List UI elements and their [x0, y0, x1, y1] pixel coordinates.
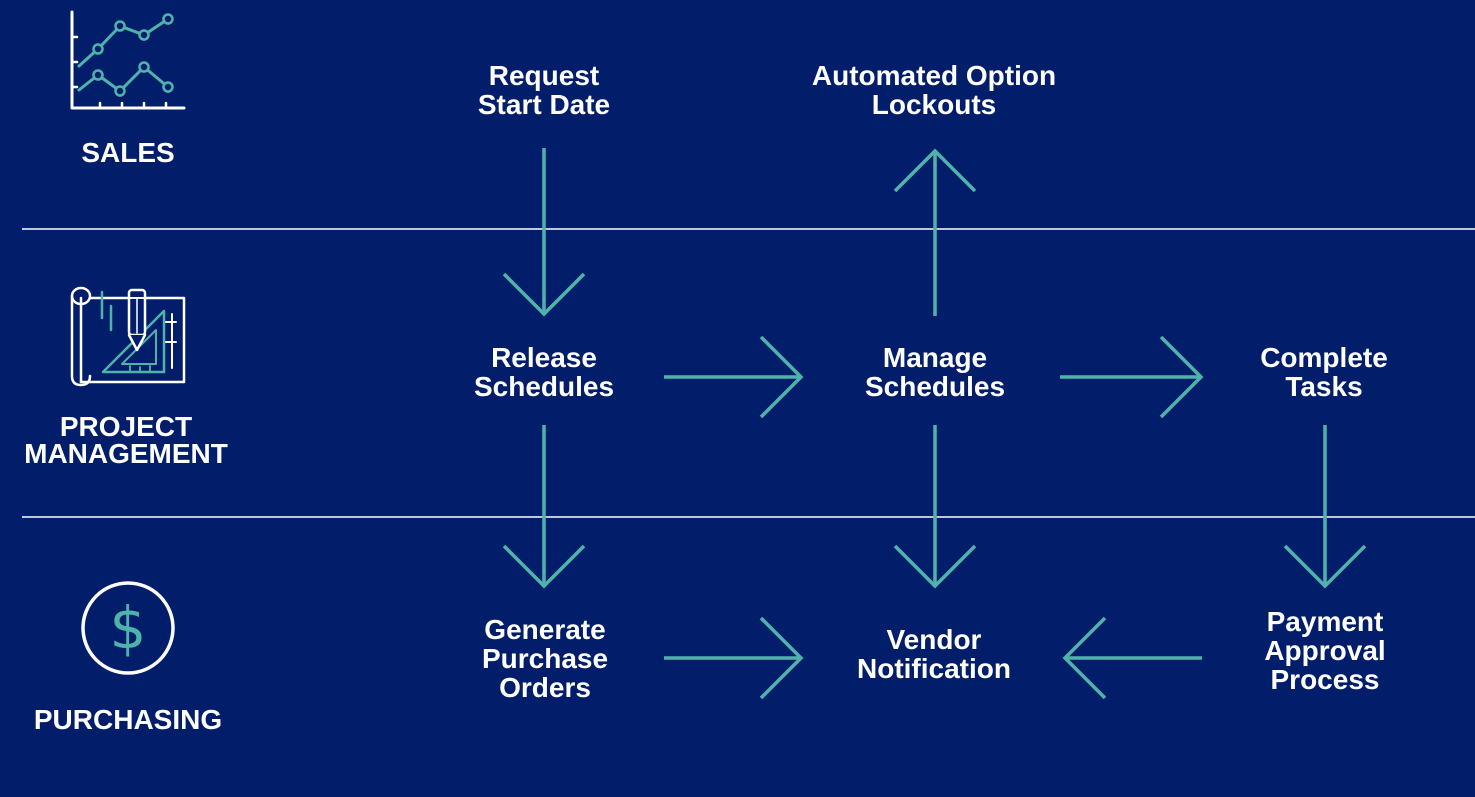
lane-label-line: MANAGEMENT [24, 438, 228, 469]
blueprint-pencil-icon [70, 286, 186, 387]
node-label-line: Schedules [864, 371, 1006, 402]
node-generate-purchase-orders: Generate Purchase Orders [482, 615, 608, 702]
node-label-line: Complete [1260, 342, 1388, 373]
dollar-coin-icon: $ [81, 581, 175, 675]
arrow-manage-to-lockouts [893, 148, 977, 316]
arrow-manage-to-vendor [893, 425, 977, 589]
node-label-line: Start Date [477, 89, 611, 120]
node-label-line: Approval [1264, 635, 1386, 666]
lane-label-line: PURCHASING [33, 704, 223, 735]
node-label-line: Release [491, 342, 597, 373]
node-release-schedules: Release Schedules [474, 343, 614, 401]
arrow-generate-to-vendor [664, 616, 804, 700]
node-request-start-date: Request Start Date [478, 61, 610, 119]
node-complete-tasks: Complete Tasks [1260, 343, 1388, 401]
node-label-line: Orders [499, 672, 591, 703]
node-label-line: Generate [484, 614, 606, 645]
node-manage-schedules: Manage Schedules [865, 343, 1005, 401]
line-chart-icon [70, 10, 186, 110]
node-label-line: Purchase [481, 643, 609, 674]
node-label-line: Schedules [473, 371, 615, 402]
lane-label-purchasing: PURCHASING [33, 704, 223, 735]
node-label-line: Vendor [886, 624, 982, 655]
node-vendor-notification: Vendor Notification [857, 625, 1011, 683]
node-label-line: Manage [882, 342, 988, 373]
node-label-line: Process [1270, 664, 1380, 695]
arrow-manage-to-complete [1060, 335, 1204, 419]
node-label-line: Automated Option [811, 60, 1057, 91]
node-label-line: Notification [857, 653, 1011, 684]
arrow-payment-to-vendor [1062, 616, 1202, 700]
arrow-complete-to-payment [1283, 425, 1367, 589]
node-payment-approval-process: Payment Approval Process [1264, 607, 1385, 694]
node-label-line: Payment [1266, 606, 1384, 637]
lane-label-line: SALES [81, 137, 175, 168]
node-automated-option-lockouts: Automated Option Lockouts [812, 61, 1056, 119]
lane-label-project-management: PROJECT MANAGEMENT [24, 411, 228, 469]
node-label-line: Lockouts [871, 89, 997, 120]
node-label-line: Tasks [1285, 371, 1363, 402]
arrow-request-to-release [502, 148, 586, 317]
svg-text:$: $ [110, 594, 147, 662]
lane-label-sales: SALES [81, 137, 175, 168]
lane-label-line: PROJECT [59, 411, 193, 442]
arrow-release-to-manage [664, 335, 804, 419]
arrow-release-to-generate [502, 425, 586, 589]
node-label-line: Request [488, 60, 600, 91]
